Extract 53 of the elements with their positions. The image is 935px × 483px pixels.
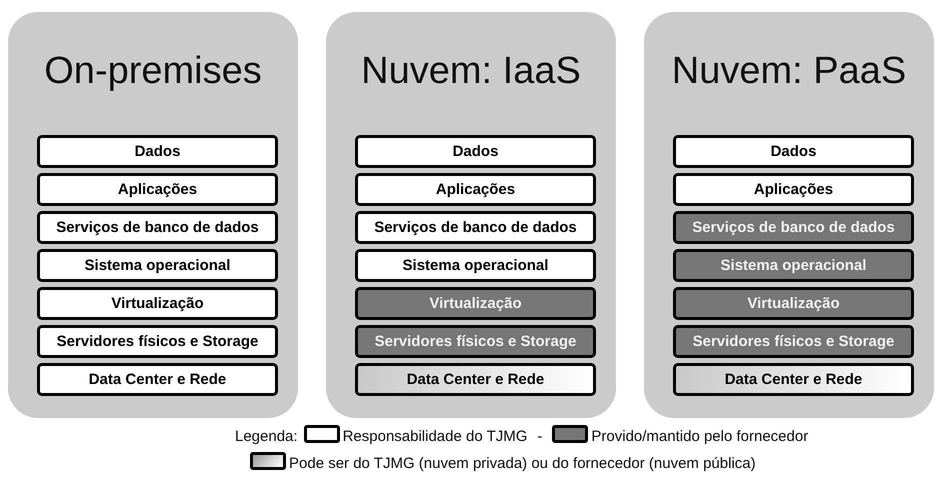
- layer-box: [355, 287, 596, 320]
- legend-label: Pode ser do TJMG (nuvem privada) ou do fornecedor (nuvem pública): [289, 455, 756, 472]
- layer-box: [37, 135, 278, 168]
- layer-label: Serviços de banco de dados: [374, 219, 577, 236]
- panel-title: Nuvem: IaaS: [360, 50, 582, 93]
- layer-box: [673, 135, 914, 168]
- layer-label: Aplicações: [118, 181, 198, 198]
- layer-box: [355, 135, 596, 168]
- layer-label: Servidores físicos e Storage: [374, 333, 576, 350]
- separator-dash: -: [537, 428, 542, 445]
- layer-box: [37, 287, 278, 320]
- panel-title: On-premises: [43, 50, 263, 93]
- layer-box: [37, 249, 278, 282]
- layer-label: Data Center e Rede: [88, 371, 226, 388]
- layer-label: Serviços de banco de dados: [692, 219, 895, 236]
- layer-label: Virtualização: [747, 295, 840, 312]
- layer-label: Dados: [770, 143, 816, 160]
- layer-box: [673, 325, 914, 358]
- panel-background: [326, 12, 616, 418]
- layer-label: Sistema operacional: [720, 257, 866, 274]
- layer-box: [37, 363, 278, 396]
- layer-box: [37, 325, 278, 358]
- layer-label: Data Center e Rede: [724, 371, 862, 388]
- panel-background: [8, 12, 298, 418]
- layer-box: [673, 211, 914, 244]
- layer-box: [673, 287, 914, 320]
- layer-label: Servidores físicos e Storage: [56, 333, 258, 350]
- layer-label: Dados: [134, 143, 180, 160]
- layer-label: Virtualização: [429, 295, 522, 312]
- layer-box: [37, 173, 278, 206]
- layer-label: Dados: [452, 143, 498, 160]
- legend-caption: Legenda:: [235, 428, 298, 445]
- layer-box: [355, 173, 596, 206]
- panel-title: Nuvem: PaaS: [670, 50, 908, 93]
- layer-label: Data Center e Rede: [406, 371, 544, 388]
- panel-background: [644, 12, 934, 418]
- layer-label: Servidores físicos e Storage: [692, 333, 894, 350]
- layer-label: Sistema operacional: [84, 257, 230, 274]
- layer-box: [37, 211, 278, 244]
- layer-label: Sistema operacional: [402, 257, 548, 274]
- layer-label: Serviços de banco de dados: [56, 219, 259, 236]
- layer-label: Aplicações: [436, 181, 516, 198]
- layer-box: [673, 249, 914, 282]
- layer-box: [355, 325, 596, 358]
- legend-label: Responsabilidade do TJMG: [342, 428, 528, 445]
- layer-box: [673, 173, 914, 206]
- layer-box: [355, 211, 596, 244]
- layer-box: [355, 249, 596, 282]
- layer-box: [355, 363, 596, 396]
- layer-box: [673, 363, 914, 396]
- layer-label: Aplicações: [754, 181, 834, 198]
- layer-label: Virtualização: [111, 295, 204, 312]
- legend-label: Provido/mantido pelo fornecedor: [591, 428, 808, 445]
